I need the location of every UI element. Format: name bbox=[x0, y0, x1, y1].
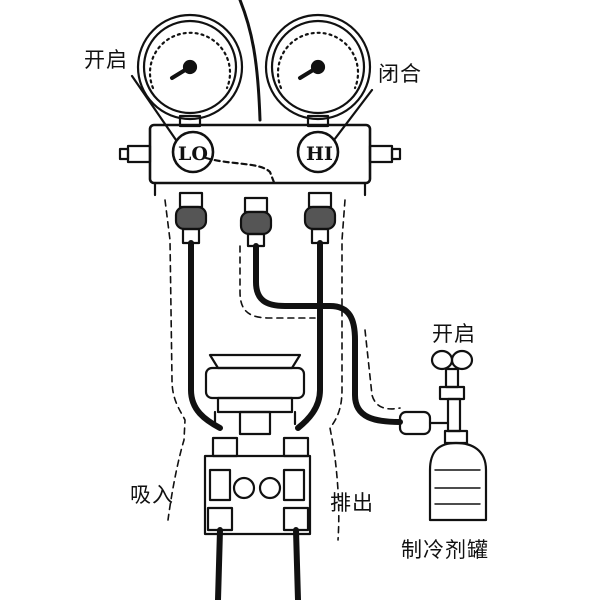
leader-open-left bbox=[130, 74, 178, 142]
leader-close-right bbox=[332, 88, 374, 142]
port-fitting-right bbox=[303, 191, 337, 245]
label-refrigerant-tank: 制冷剂罐 bbox=[401, 538, 489, 562]
low-pressure-gauge bbox=[136, 13, 244, 128]
hi-label: HI bbox=[306, 143, 333, 165]
left-side-valve bbox=[118, 144, 152, 164]
port-fitting-left bbox=[174, 191, 208, 245]
flow-path-right bbox=[329, 199, 346, 541]
label-close-right: 闭合 bbox=[378, 62, 422, 86]
top-pipe bbox=[238, 0, 262, 122]
hose-discharge-lower bbox=[293, 527, 301, 600]
lo-knob bbox=[171, 130, 215, 174]
label-open-tank: 开启 bbox=[432, 322, 476, 346]
label-suction: 吸入 bbox=[130, 483, 174, 507]
flow-path-left bbox=[164, 199, 186, 521]
internal-flow-path bbox=[204, 156, 277, 187]
hi-knob bbox=[296, 130, 340, 174]
hose-charging bbox=[253, 243, 403, 425]
high-pressure-gauge bbox=[264, 13, 372, 128]
lo-label: LO bbox=[178, 143, 208, 165]
hose-suction-lower bbox=[215, 527, 223, 600]
hose-high bbox=[295, 240, 323, 431]
hose-low bbox=[188, 240, 223, 431]
refrigerant-tank bbox=[428, 429, 488, 522]
label-discharge: 排出 bbox=[330, 491, 374, 515]
tank-valve bbox=[398, 349, 474, 436]
flow-path-tank bbox=[364, 329, 401, 410]
label-open-left: 开启 bbox=[84, 48, 128, 72]
port-fitting-center bbox=[239, 196, 273, 248]
flow-path-middle bbox=[239, 245, 316, 319]
compressor bbox=[203, 353, 312, 536]
right-side-valve bbox=[368, 144, 402, 164]
